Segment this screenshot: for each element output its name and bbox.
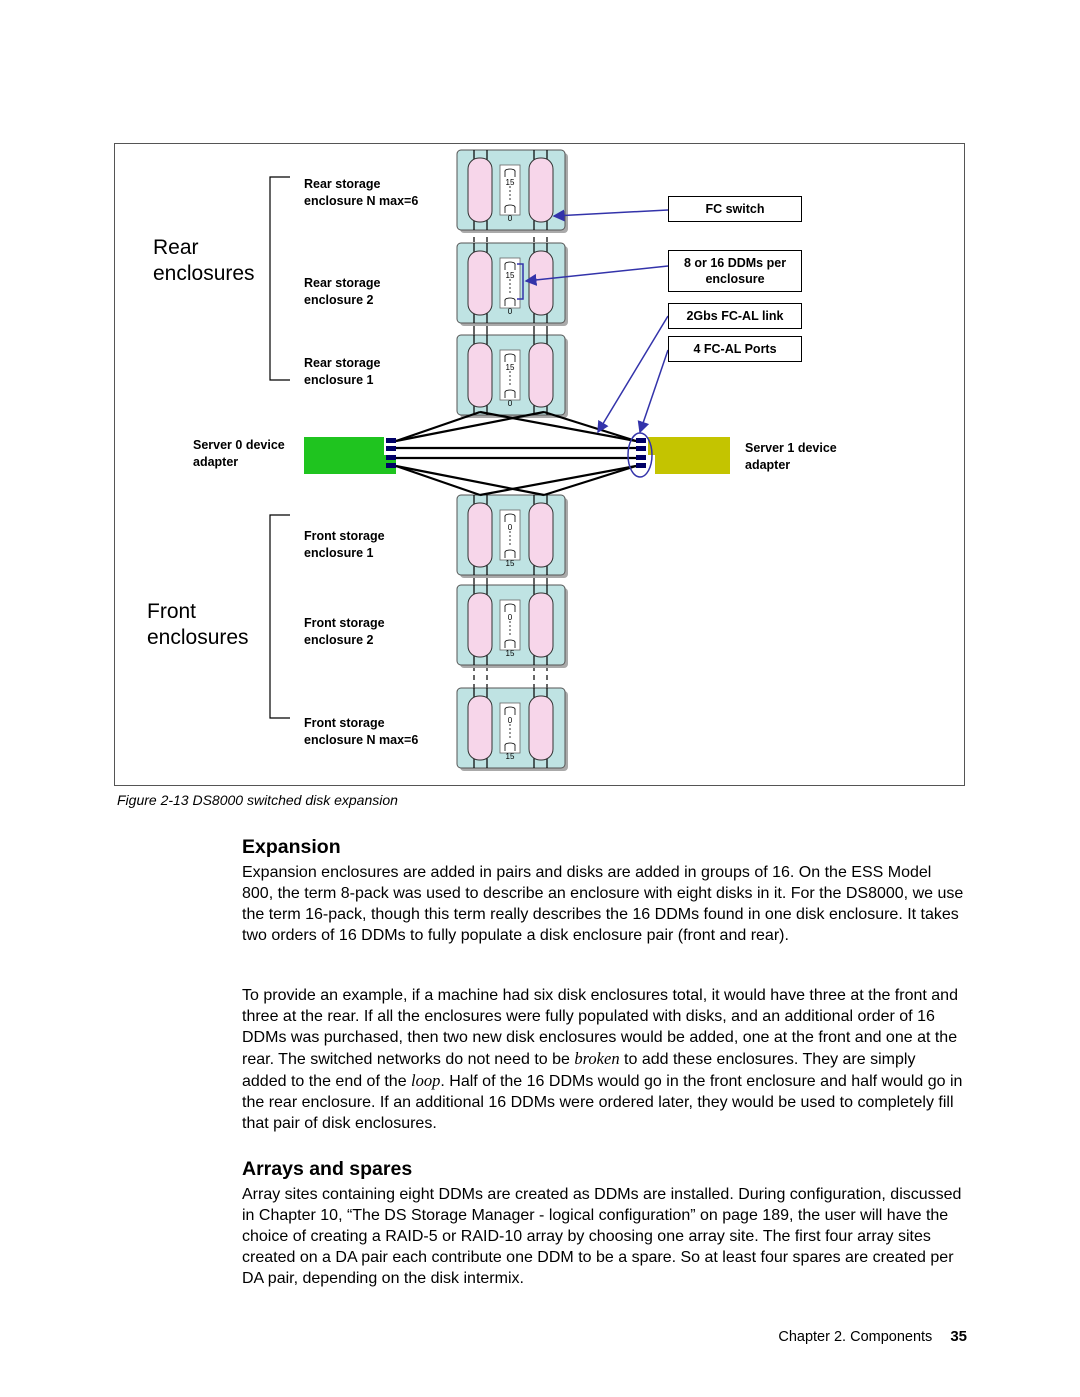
page-number: 35 xyxy=(950,1328,967,1345)
paragraph: To provide an example, if a machine had … xyxy=(242,985,964,1134)
callout-arrows xyxy=(517,209,669,434)
server1-adapter xyxy=(627,432,730,478)
server1-label: Server 1 device adapter xyxy=(745,441,837,472)
ddm-slot-label: 0 xyxy=(508,613,513,622)
paragraph: Array sites containing eight DDMs are cr… xyxy=(242,1184,964,1289)
paragraph-text: . Half of the 16 DDMs would go in the fr… xyxy=(242,1073,963,1132)
rear-enclosure: 15 0 xyxy=(456,149,568,233)
fcal-ports-callout: 4 FC-AL Ports xyxy=(668,336,802,362)
ddm-slot-label: 0 xyxy=(508,307,513,316)
disk-enclosures: 15 0 15 0 15 0 0 15 0 15 0 15 xyxy=(456,149,568,771)
server0-label: Server 0 device adapter xyxy=(193,438,285,469)
front-enclosure: 0 15 xyxy=(456,494,568,578)
ddm-slot-label: 0 xyxy=(508,716,513,725)
ddm-slot-label: 0 xyxy=(508,214,513,223)
paragraph-text: Array sites containing eight DDMs are cr… xyxy=(242,1186,962,1287)
front-enclosure: 0 15 xyxy=(456,687,568,771)
footer-chapter: Chapter 2. Components xyxy=(778,1329,933,1345)
paragraph: Expansion enclosures are added in pairs … xyxy=(242,862,964,946)
rear-enclosure: 15 0 xyxy=(456,334,568,418)
paragraph-text: To provide an example, if a machine had … xyxy=(242,987,958,1068)
ddm-slot-label: 0 xyxy=(508,523,513,532)
ddm-slot-label: 15 xyxy=(506,559,515,568)
front-enclosure: 0 15 xyxy=(456,584,568,668)
page-footer: Chapter 2. Components 35 xyxy=(778,1328,967,1345)
ddm-slot-label: 15 xyxy=(506,752,515,761)
figure-frame xyxy=(114,143,965,786)
emphasis-loop: loop xyxy=(411,1071,441,1090)
rear-enclosure-2-label: Rear storage enclosure 2 xyxy=(304,276,381,307)
rear-enclosure-1-label: Rear storage enclosure 1 xyxy=(304,356,381,387)
rear-bracket xyxy=(269,176,290,381)
section-heading-expansion: Expansion xyxy=(242,836,341,858)
ddm-slot-label: 15 xyxy=(506,649,515,658)
server0-adapter xyxy=(304,437,396,474)
emphasis-broken: broken xyxy=(574,1049,620,1068)
fcal-link-callout: 2Gbs FC-AL link xyxy=(668,303,802,329)
ddm-slot-label: 15 xyxy=(506,178,515,187)
fc-al-cables xyxy=(395,410,637,497)
ddm-slot-label: 15 xyxy=(506,271,515,280)
section-heading-arrays-and-spares: Arrays and spares xyxy=(242,1158,413,1180)
front-bracket xyxy=(269,514,290,719)
switched-disk-expansion-diagram: 15 0 15 0 15 0 0 15 0 15 0 15 xyxy=(269,149,730,771)
ddm-slot-label: 15 xyxy=(506,363,515,372)
paragraph-text: Expansion enclosures are added in pairs … xyxy=(242,864,964,944)
front-enclosures-label: Front enclosures xyxy=(147,600,249,649)
front-enclosure-n-label: Front storage enclosure N max=6 xyxy=(304,716,419,747)
figure-caption: Figure 2-13 DS8000 switched disk expansi… xyxy=(117,792,398,808)
ddms-per-enclosure-callout: 8 or 16 DDMs per enclosure xyxy=(668,250,802,292)
fc-switch-callout: FC switch xyxy=(668,196,802,222)
ddm-slot-label: 0 xyxy=(508,399,513,408)
front-enclosure-1-label: Front storage enclosure 1 xyxy=(304,529,385,560)
paragraph-text: to add these enclosures. They are simply… xyxy=(242,1051,916,1090)
rear-enclosures-label: Rear enclosures xyxy=(153,236,255,285)
front-enclosure-2-label: Front storage enclosure 2 xyxy=(304,616,385,647)
rear-enclosure: 15 0 xyxy=(456,242,568,326)
rear-enclosure-n-label: Rear storage enclosure N max=6 xyxy=(304,177,419,208)
